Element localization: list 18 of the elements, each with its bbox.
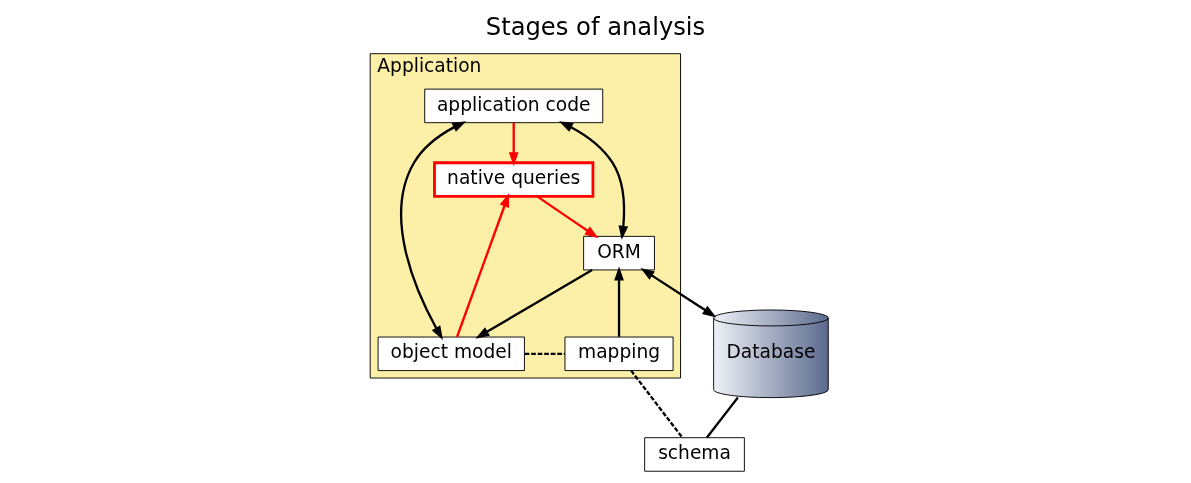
- node-box: application code: [424, 88, 604, 124]
- connector: [630, 369, 684, 439]
- arrow: [455, 193, 510, 338]
- arrow: [559, 121, 629, 240]
- arrow: [614, 266, 624, 337]
- connector: [524, 352, 565, 355]
- node-box: schema: [644, 437, 745, 472]
- node-box: mapping: [564, 336, 674, 372]
- arrow: [400, 121, 467, 340]
- arrow: [640, 268, 717, 318]
- arrow: [536, 195, 599, 239]
- arrow: [475, 268, 593, 339]
- node-box: native queries: [433, 161, 595, 198]
- node-box: ORM: [583, 235, 655, 271]
- arrow: [508, 122, 519, 167]
- connector: [706, 396, 739, 439]
- diagram-title: Stages of analysis: [485, 12, 706, 41]
- node-box: object model: [377, 336, 525, 372]
